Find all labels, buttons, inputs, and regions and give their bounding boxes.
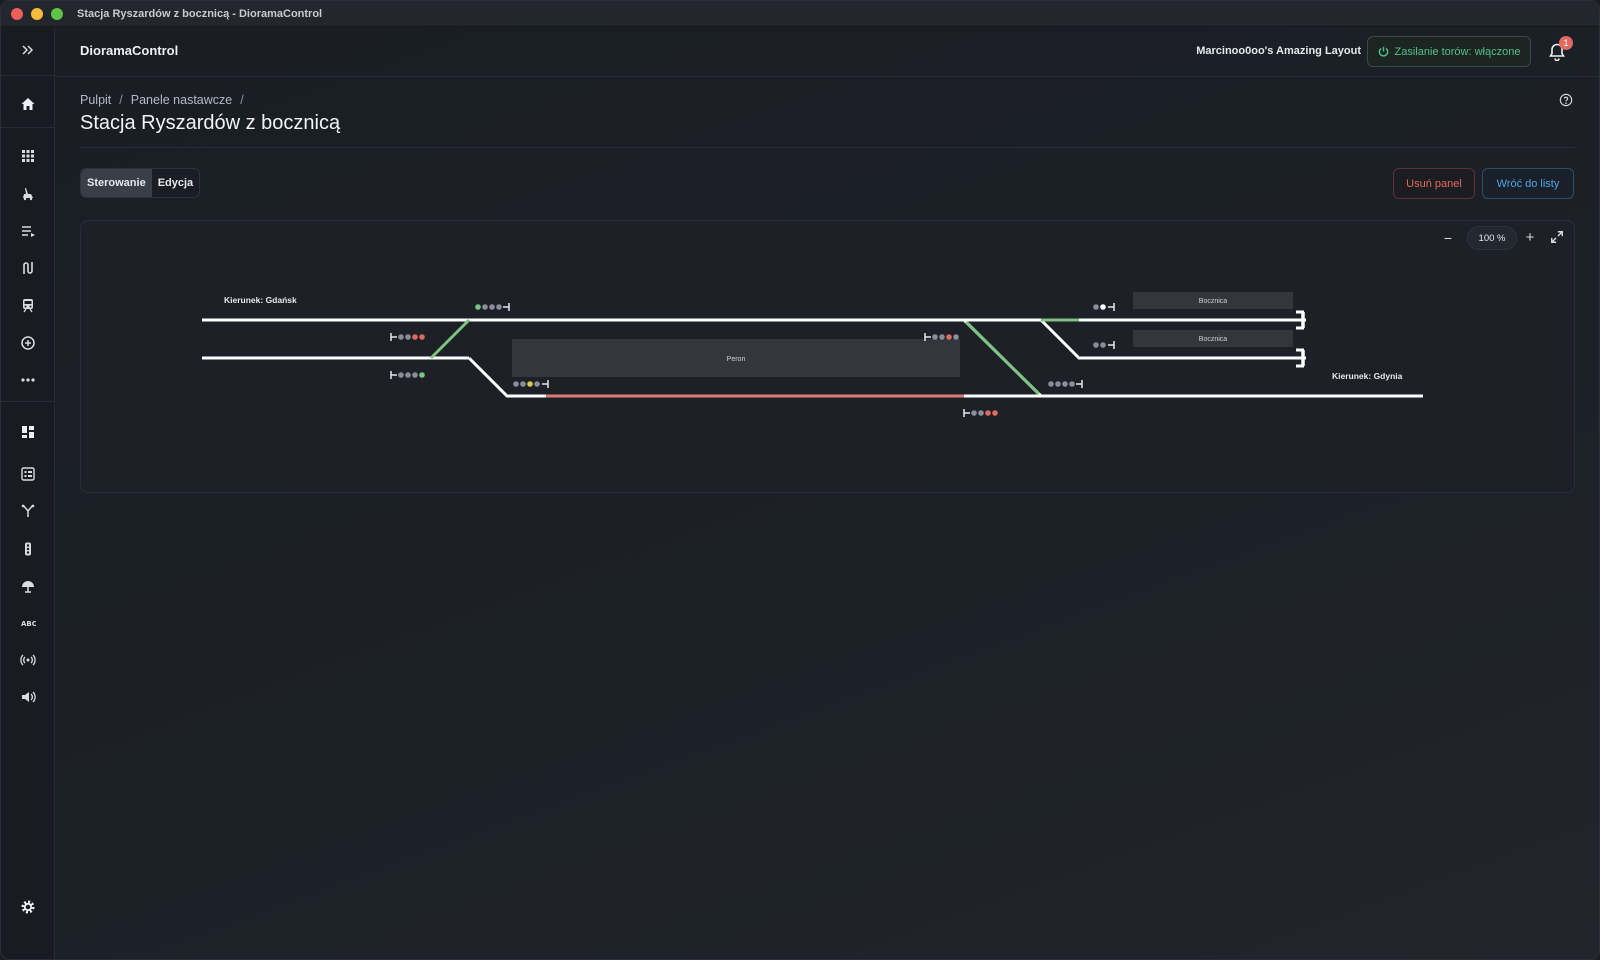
automation-icon[interactable] [1,328,55,358]
track-diagram[interactable]: Peron Bocznica Bocznica [81,221,1576,494]
direction-left-label: Kierunek: Gdańsk [224,295,297,305]
more-dots-icon[interactable] [1,365,55,395]
zoom-in-button[interactable]: + [1525,229,1535,246]
settings-icon[interactable] [1,892,55,922]
help-icon[interactable] [1559,93,1573,107]
close-window-button[interactable] [11,7,23,20]
signal-lower-left-in[interactable] [390,371,425,379]
track-lower-main [467,356,1423,398]
signal-siding-2[interactable] [1093,341,1115,349]
turnout-icon[interactable] [1,496,55,526]
signal-icon[interactable] [1,534,55,564]
breadcrumb: Pulpit / Panele nastawcze / [80,93,244,107]
track-siding-2 [1039,318,1306,360]
locomotive-icon[interactable] [1,178,55,208]
notification-count-badge: 1 [1559,36,1573,50]
minimize-window-button[interactable] [31,7,43,20]
mode-edit-button[interactable]: Edycja [157,177,194,189]
signal-siding-1[interactable] [1093,303,1115,311]
zoom-level: 100 % [1467,226,1517,250]
signal-lower-right-out[interactable] [1048,380,1083,388]
siding-2-box [1133,330,1293,347]
power-icon [1378,46,1388,57]
page-title: Stacja Ryszardów z bocznicą [80,112,341,134]
buffer-stop-caps [1296,310,1304,368]
layout-name[interactable]: Marcinoo0oo's Amazing Layout [1196,45,1361,57]
title-divider [80,147,1575,148]
zoom-out-button[interactable]: − [1443,230,1453,246]
signal-platform-lower[interactable] [513,380,549,388]
platform-box [512,339,960,377]
expand-sidebar-icon[interactable] [1,35,55,65]
track-power-button[interactable]: Zasilanie torów: włączone [1367,36,1531,67]
accessory-icon[interactable] [1,571,55,601]
abc-icon[interactable]: ABC [1,608,55,638]
sidebar: ABC [1,27,55,959]
track-diagram-panel: Peron Bocznica Bocznica [80,220,1575,493]
signal-upper-right-in[interactable] [924,333,959,341]
mode-switch: Sterowanie Edycja [80,168,201,198]
route-crossover-right-segment [964,320,1041,396]
siding-1-label: Bocznica [1199,298,1228,305]
window-title: Stacja Ryszardów z bocznicą - DioramaCon… [77,7,323,20]
signal-upper-left-in[interactable] [390,333,425,341]
route-icon[interactable] [1,253,55,283]
dashboard-icon[interactable] [1,417,55,447]
svg-text:ABC: ABC [21,620,36,628]
brand-name[interactable]: DioramaControl [80,43,179,58]
breadcrumb-pulpit[interactable]: Pulpit [80,93,112,107]
broadcast-icon[interactable] [1,645,55,675]
track-power-label: Zasilanie torów: włączone [1394,45,1521,58]
breadcrumb-panels[interactable]: Panele nastawcze [130,93,233,107]
apps-grid-icon[interactable] [1,141,55,171]
direction-right-label: Kierunek: Gdynia [1332,371,1403,381]
home-icon[interactable] [1,89,55,119]
platform-label: Peron [727,356,746,363]
mode-control-button[interactable]: Sterowanie [81,169,152,197]
fullscreen-icon[interactable] [1550,230,1564,244]
breadcrumb-separator: / [119,93,123,107]
train-icon[interactable] [1,290,55,320]
delete-panel-button[interactable]: Usuń panel [1393,168,1475,199]
playlist-icon[interactable] [1,216,55,246]
siding-1-box [1133,292,1293,309]
title-bar: Stacja Ryszardów z bocznicą - DioramaCon… [1,1,1599,27]
maximize-window-button[interactable] [51,7,63,20]
route-crossover-left [429,318,471,360]
active-routes [429,318,1079,398]
siding-2-label: Bocznica [1199,336,1228,343]
signal-upper-left-out[interactable] [475,303,510,311]
sound-icon[interactable] [1,682,55,712]
top-bar: DioramaControl Marcinoo0oo's Amazing Lay… [55,27,1599,77]
window-controls [11,7,63,20]
breadcrumb-separator: / [240,93,244,107]
back-to-list-button[interactable]: Wróć do listy [1482,168,1574,199]
panel-icon[interactable] [1,459,55,489]
signal-lower-right-in[interactable] [963,409,998,417]
